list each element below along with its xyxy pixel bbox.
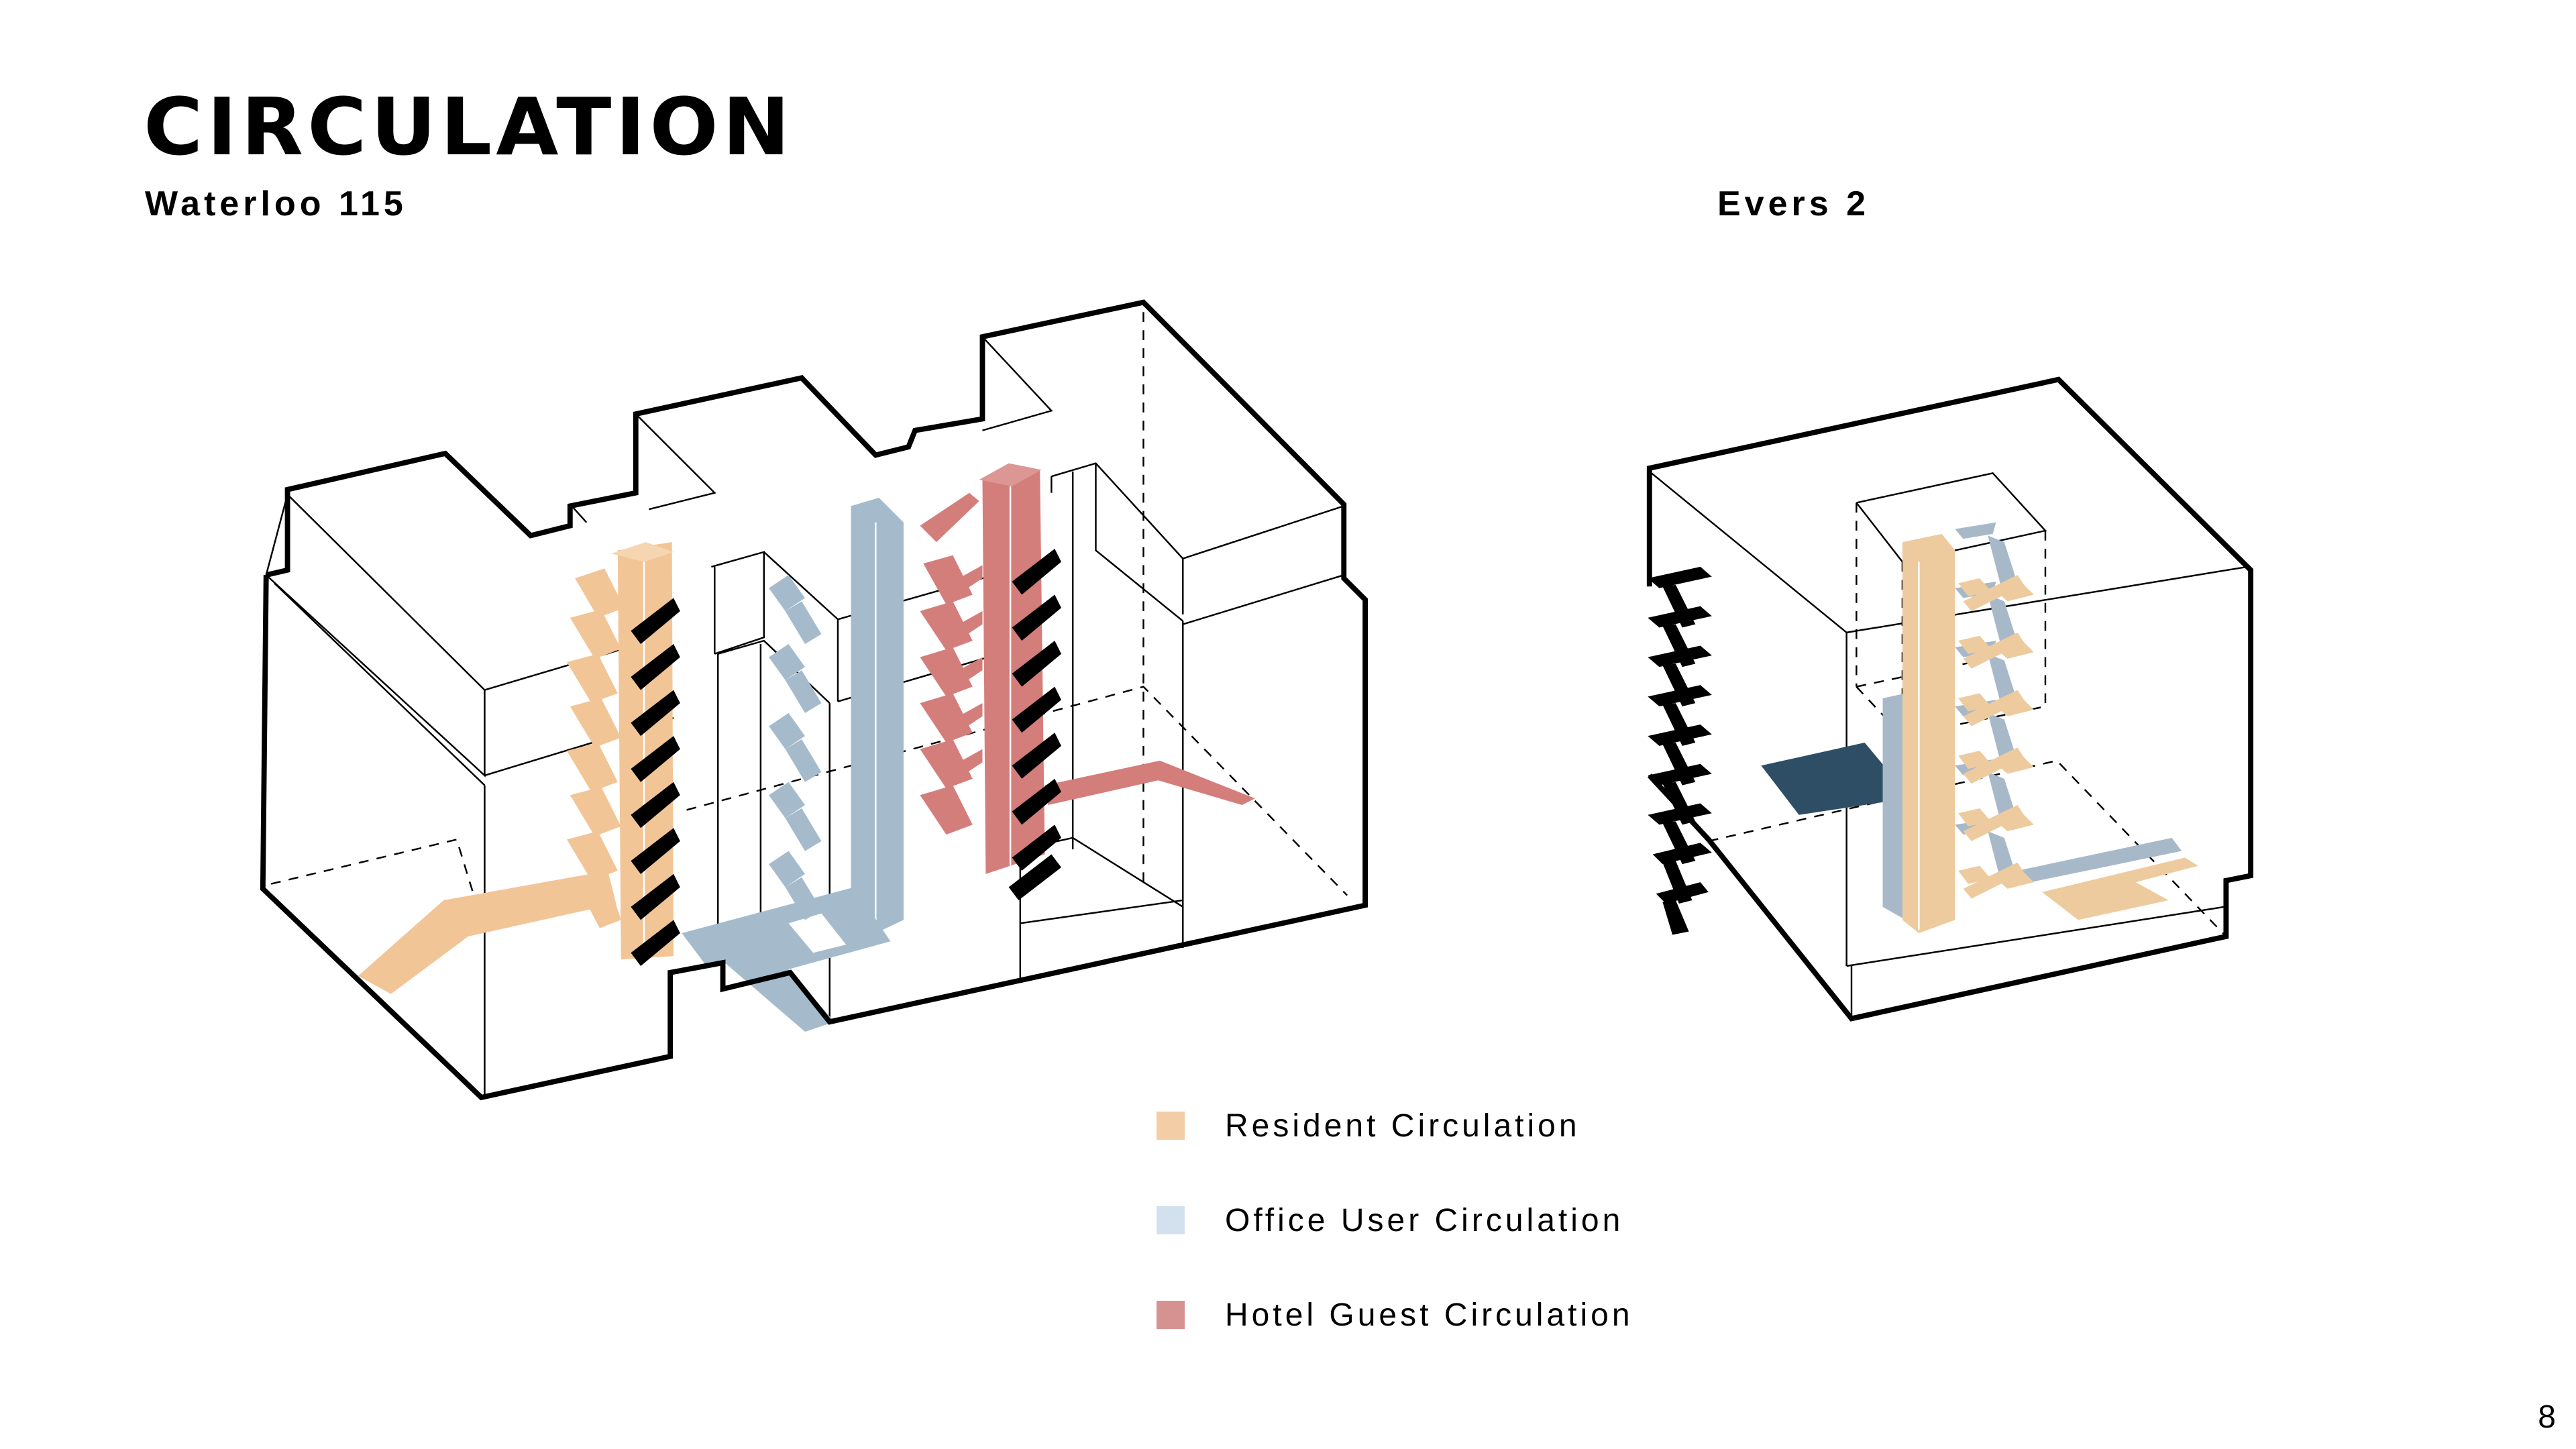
- resident-stairs: [566, 568, 625, 928]
- evers-office-corridor: [2017, 837, 2182, 883]
- office-elevator-shaft: [851, 498, 904, 934]
- legend-swatch-hotel: [1157, 1301, 1185, 1329]
- office-circulation-waterloo: [682, 498, 904, 1032]
- hotel-stairs: [920, 492, 983, 835]
- service-stairs-waterloo: [631, 548, 1062, 966]
- legend-item-office: Office User Circulation: [1157, 1200, 1633, 1240]
- evers-lobby-floor: [1761, 742, 1890, 815]
- legend-swatch-resident: [1157, 1112, 1185, 1140]
- evers-resident-elevator: [1902, 533, 1955, 934]
- evers-building: [1646, 376, 2254, 1022]
- legend-label-hotel: Hotel Guest Circulation: [1225, 1297, 1633, 1333]
- evers-resident-circulation: [1902, 533, 2198, 934]
- page-title: CIRCULATION: [144, 80, 794, 173]
- building-label-evers: Evers 2: [1717, 184, 1870, 223]
- evers-outline: [1646, 376, 2254, 1022]
- hotel-circulation-waterloo: [920, 463, 1256, 874]
- page-number: 8: [2538, 1399, 2556, 1435]
- resident-circulation-waterloo: [358, 542, 674, 994]
- evers-resident-corridor: [2042, 857, 2198, 920]
- evers-office-elevator: [1882, 693, 1906, 920]
- resident-corridor: [358, 870, 616, 994]
- hotel-corridor: [1044, 760, 1256, 805]
- office-stairs: [769, 575, 822, 920]
- evers-service-stairs: [1648, 566, 1712, 935]
- legend-label-resident: Resident Circulation: [1225, 1108, 1580, 1144]
- waterloo-building: [260, 299, 1368, 1101]
- evers-resident-stairs: [1958, 575, 2034, 899]
- legend-swatch-office: [1157, 1206, 1185, 1234]
- waterloo-outline: [260, 299, 1368, 1101]
- legend: Resident Circulation Office User Circula…: [1157, 1106, 1633, 1389]
- legend-label-office: Office User Circulation: [1225, 1202, 1624, 1238]
- office-lobby-floor: [682, 887, 891, 1032]
- legend-item-hotel: Hotel Guest Circulation: [1157, 1295, 1633, 1335]
- building-label-waterloo: Waterloo 115: [145, 184, 407, 223]
- legend-item-resident: Resident Circulation: [1157, 1106, 1633, 1146]
